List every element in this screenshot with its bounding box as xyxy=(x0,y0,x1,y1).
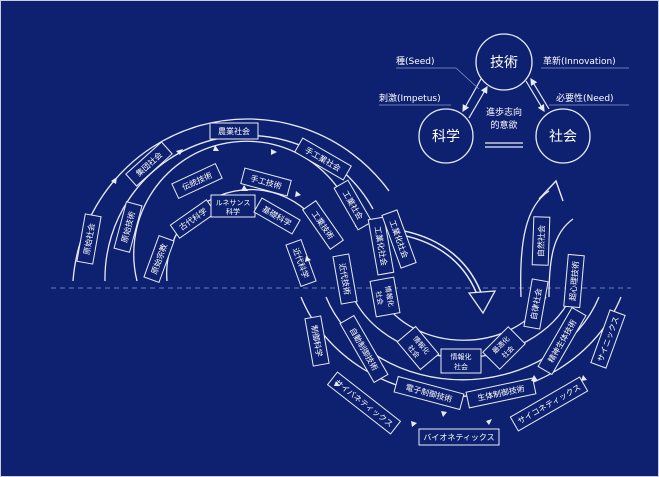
inner-n3-b: 科学 xyxy=(226,207,240,216)
transition-arrow-head xyxy=(467,290,497,315)
future-arrow xyxy=(538,179,564,202)
inner-n3-a: ルネサンス xyxy=(216,199,251,207)
transition-arrow xyxy=(402,230,484,300)
outer-n10: 自然社会 xyxy=(535,225,546,257)
vertical-joho-b: 社会 xyxy=(374,290,385,305)
triad-top: 技術 xyxy=(490,55,518,71)
triad-right: 社会 xyxy=(549,129,577,145)
lower-ring: 制御科学 サイバネティックス バイオネティックス サイコネティックス サイニック… xyxy=(304,216,626,446)
edge-need: 必要性(Need) xyxy=(556,92,614,104)
vertical-joho-a: 情報化 xyxy=(383,285,396,307)
triad-center-1: 進歩志向 xyxy=(486,106,522,118)
middle-ring: 原始技術 伝統技術 手工技術 工業技術 近代技術 xyxy=(113,162,358,305)
inner-n7: サイバネティックス xyxy=(333,378,395,429)
edge-impetus: 刺激(Impetus) xyxy=(379,92,441,104)
circle-society xyxy=(535,108,591,164)
circle-science xyxy=(418,108,474,164)
triad: 技術 科学 社会 進歩志向 的意欲 種(Seed) 革新(Innovation)… xyxy=(379,33,629,164)
triad-left: 科学 xyxy=(432,129,460,145)
inner-ring: 原始宗教 古代科学 ルネサンス 科学 基礎科学 近代科学 xyxy=(143,194,317,288)
outer-n7-b: 社会 xyxy=(454,362,468,371)
outer-n7-a: 情報化 xyxy=(451,352,472,361)
edge-innovation: 革新(Innovation) xyxy=(543,55,616,67)
ring-arrows xyxy=(111,145,587,427)
circle-technology xyxy=(475,33,533,91)
triad-center-2: 的意欲 xyxy=(490,119,517,131)
inner-n8: バイオネティックス xyxy=(423,433,494,442)
edge-seed: 種(Seed) xyxy=(396,56,435,67)
middle-n10: 超心理技術 xyxy=(567,261,580,302)
outer-n3: 農業社会 xyxy=(218,126,250,136)
